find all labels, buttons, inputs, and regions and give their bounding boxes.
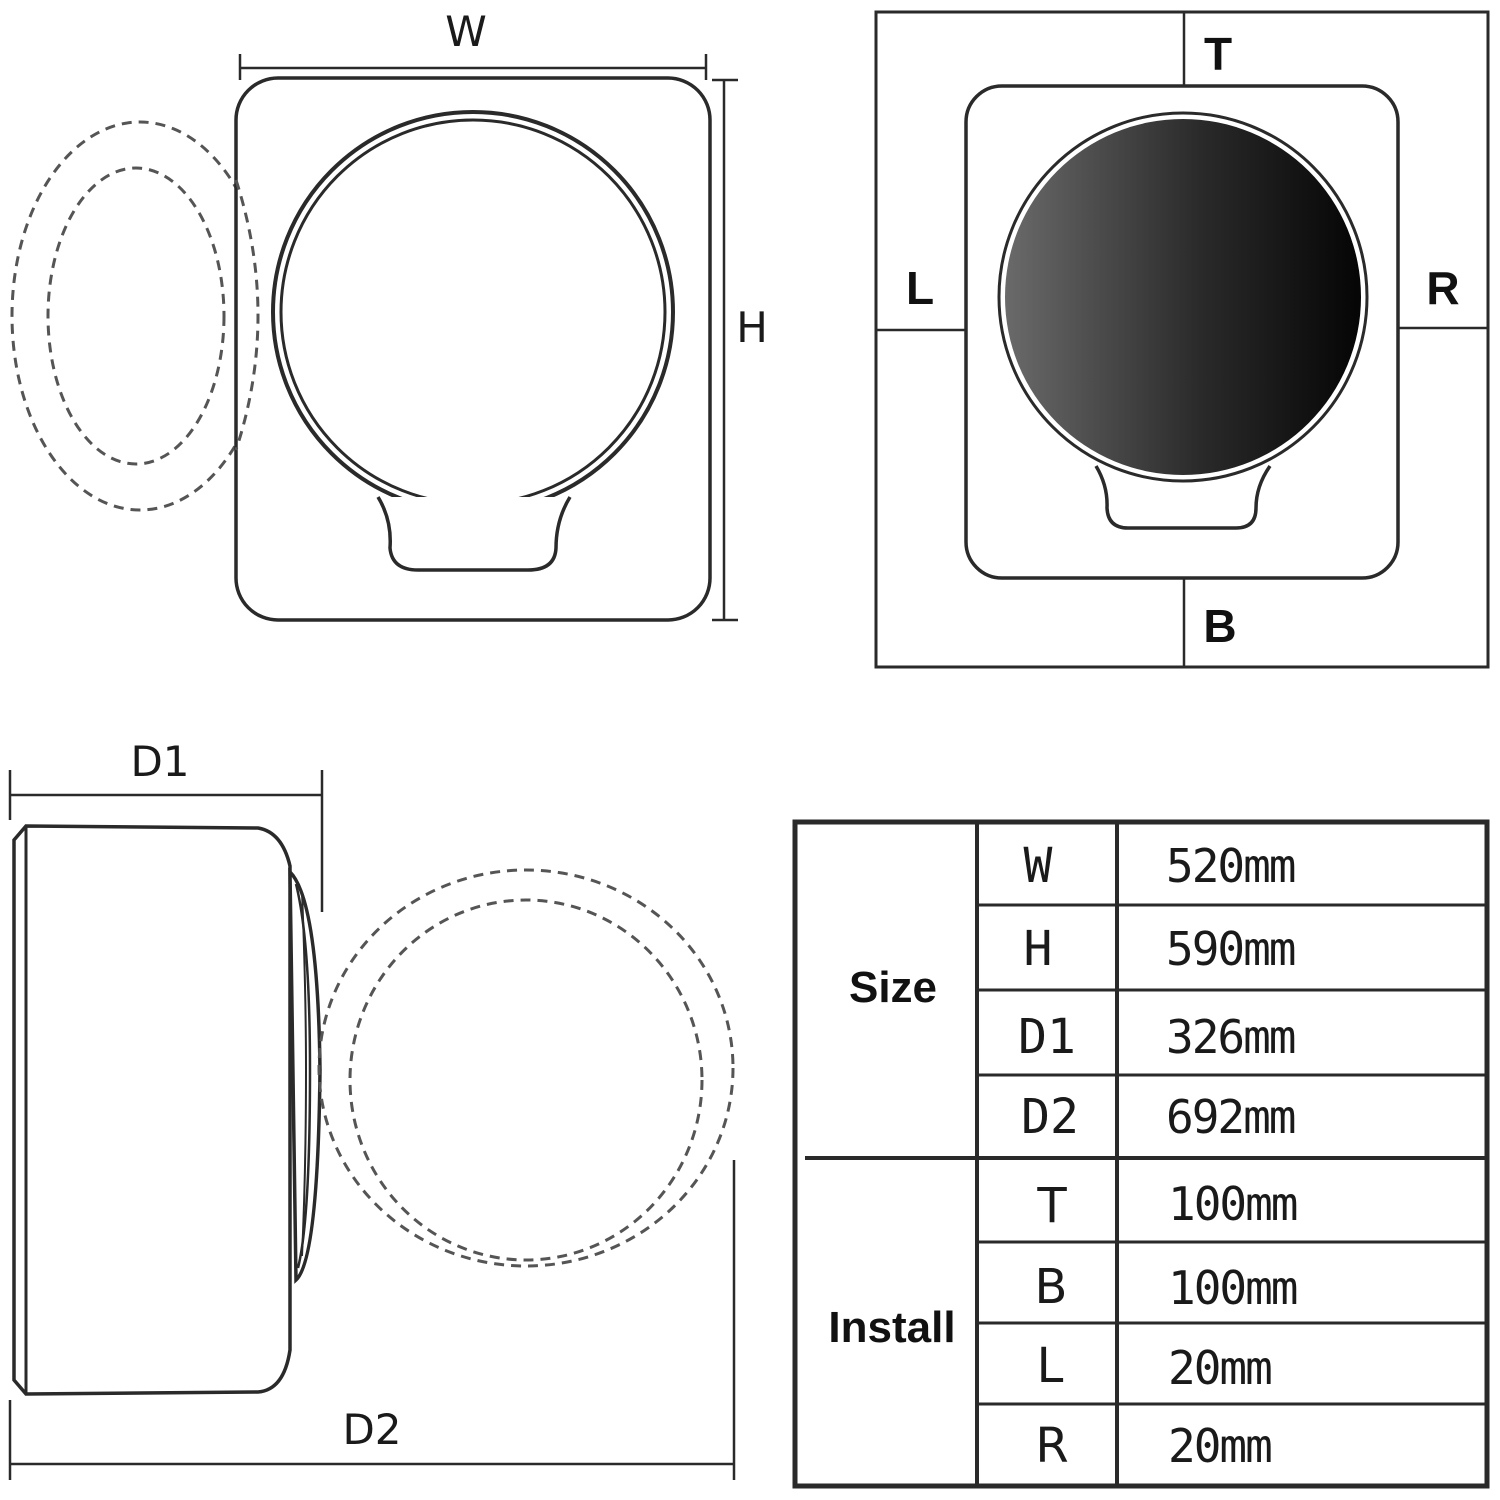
left-clearance-label: L xyxy=(906,262,934,314)
spec-key: H xyxy=(1024,921,1053,977)
install-view: T B L R xyxy=(874,10,1490,669)
side-body-outline xyxy=(12,824,292,1396)
spec-key: T xyxy=(1036,1178,1067,1234)
spec-table-border xyxy=(792,819,1490,1489)
spec-table: Size Install W 520mm H 590mm D1 326mm D2… xyxy=(792,819,1490,1489)
side-door-profile-rim xyxy=(301,891,308,1257)
spec-key: L xyxy=(1037,1338,1064,1394)
spec-key: D1 xyxy=(1018,1009,1076,1065)
spec-value: 326mm xyxy=(1166,1010,1295,1064)
spec-value: 590mm xyxy=(1166,922,1295,976)
spec-value: 100mm xyxy=(1168,1177,1297,1231)
spec-value: 100mm xyxy=(1168,1261,1297,1315)
front-open-door-outer-dashed xyxy=(10,120,270,512)
spec-value: 520mm xyxy=(1166,839,1295,893)
spec-key: B xyxy=(1035,1259,1068,1315)
depth1-label: D1 xyxy=(130,737,189,786)
front-body-outline xyxy=(234,76,712,622)
side-view: D1 D2 xyxy=(8,737,736,1480)
spec-value: 20mm xyxy=(1168,1419,1271,1473)
spec-group-label-install: Install xyxy=(828,1303,955,1352)
width-label: W xyxy=(445,7,487,56)
spec-key: W xyxy=(1024,838,1053,894)
spec-value: 692mm xyxy=(1166,1090,1295,1144)
top-clearance-label: T xyxy=(1204,28,1232,80)
side-open-door-outer-dashed xyxy=(317,868,735,1268)
front-open-door-overlap-dashed xyxy=(234,179,260,451)
front-open-door-inner-dashed xyxy=(46,166,226,466)
depth2-label: D2 xyxy=(342,1405,401,1454)
front-view: W H xyxy=(10,7,768,622)
height-label: H xyxy=(736,303,768,352)
spec-key: R xyxy=(1035,1418,1068,1474)
spec-group-label-size: Size xyxy=(849,963,937,1012)
side-open-door-inner-dashed xyxy=(348,898,704,1262)
bottom-clearance-label: B xyxy=(1203,600,1236,652)
install-handle-tab xyxy=(1094,464,1272,530)
spec-key: D2 xyxy=(1021,1089,1079,1145)
spec-value: 20mm xyxy=(1168,1341,1271,1395)
right-clearance-label: R xyxy=(1426,262,1459,314)
front-handle-tab xyxy=(376,496,572,572)
install-door-glass xyxy=(1005,119,1361,475)
